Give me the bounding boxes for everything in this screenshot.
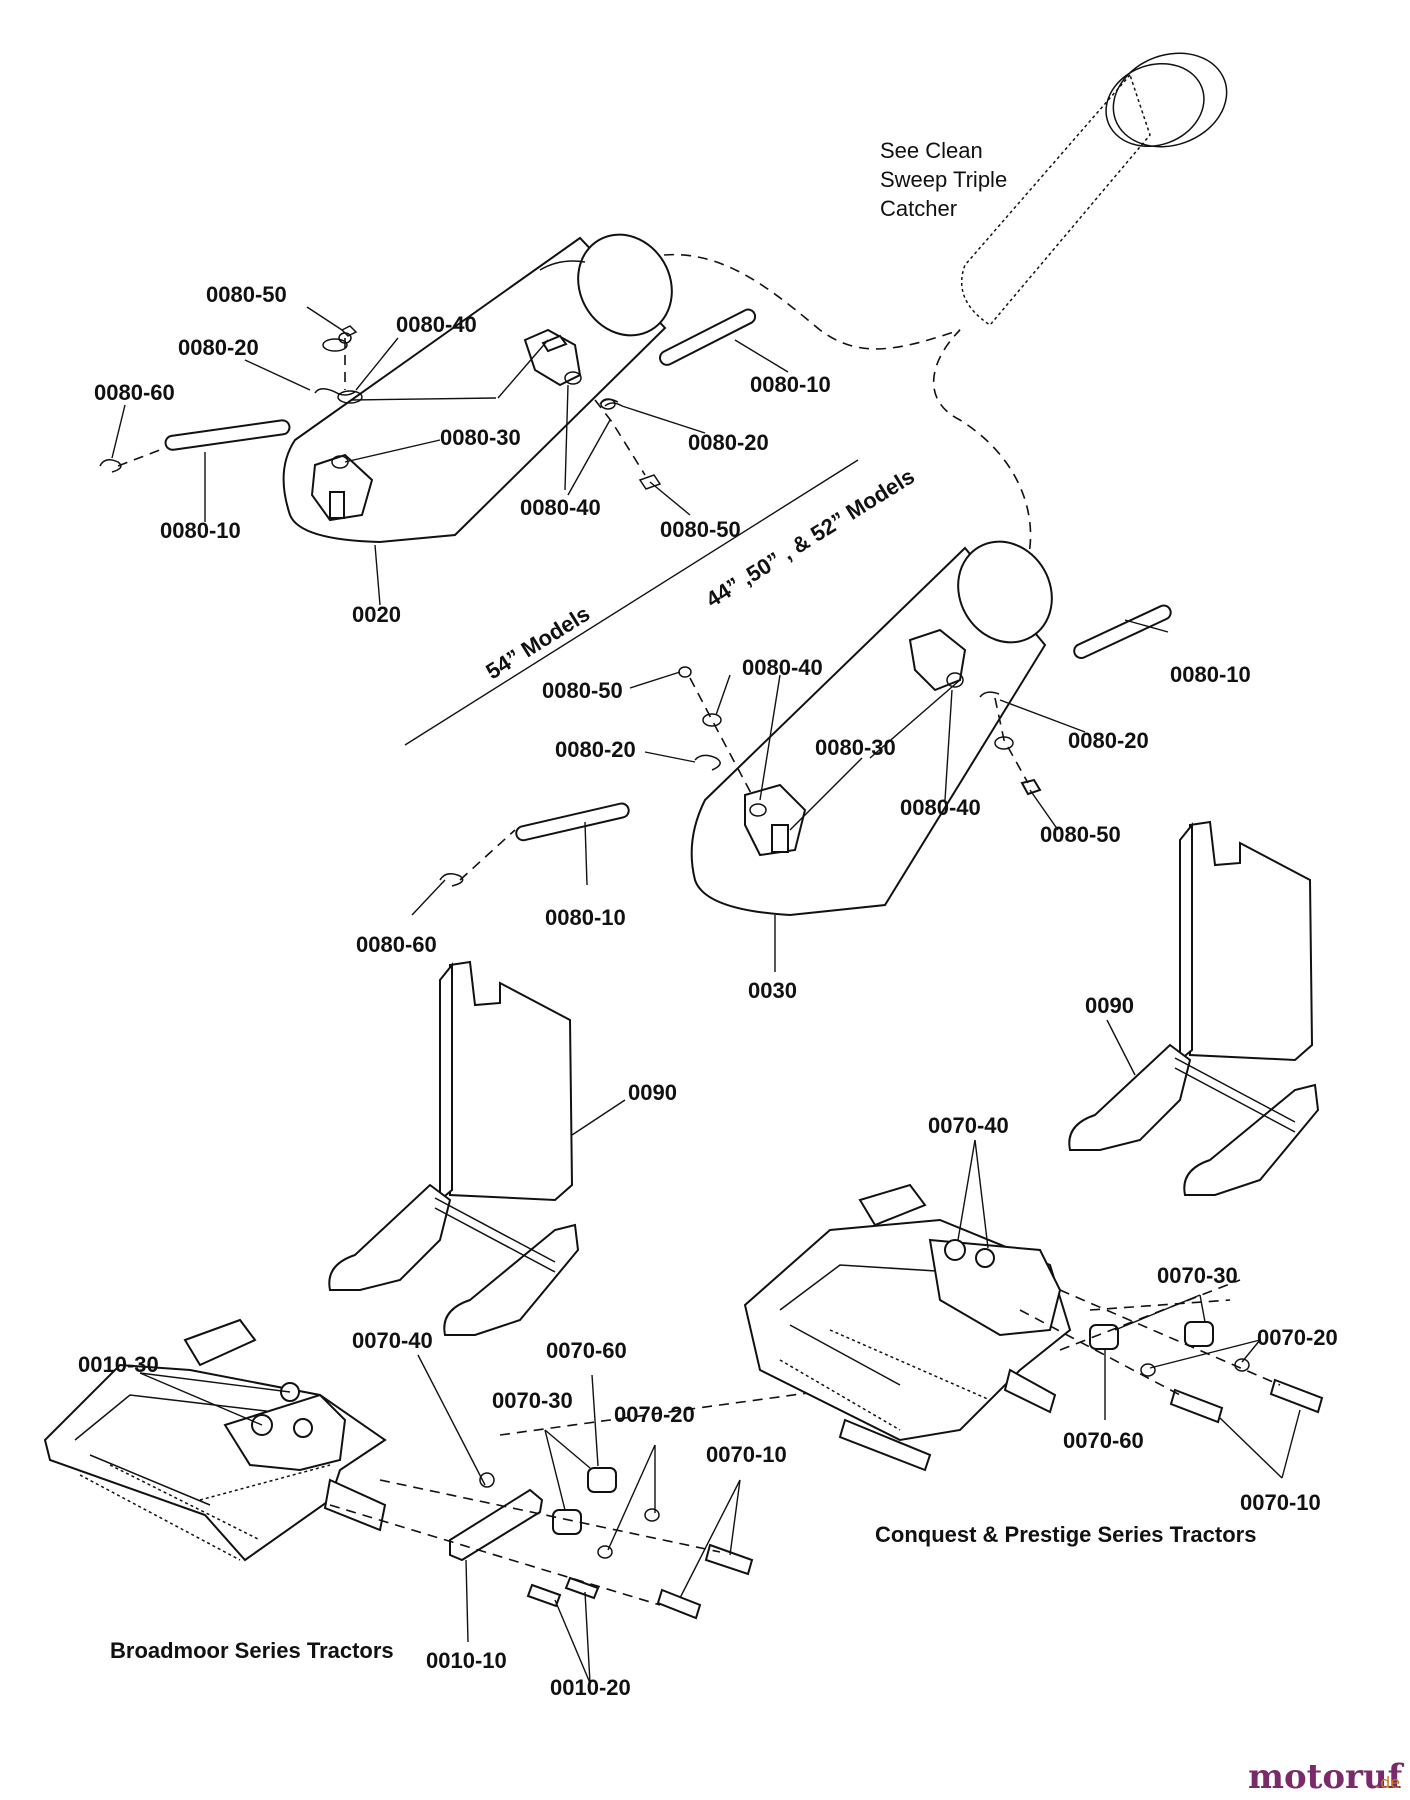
models-54-label: 54” Models xyxy=(481,601,594,684)
callout-0080-30: 0080-30 xyxy=(440,425,521,450)
bracket-0090-right xyxy=(1068,820,1320,1196)
callout-0080-50: 0080-50 xyxy=(660,517,741,542)
callout-0080-20: 0080-20 xyxy=(178,335,259,360)
callout-0070-40: 0070-40 xyxy=(352,1328,433,1353)
callout-0080-20: 0080-20 xyxy=(1068,728,1149,753)
callout-0030: 0030 xyxy=(748,978,797,1003)
catcher-bag-outline xyxy=(960,52,1228,326)
callout-0080-60: 0080-60 xyxy=(356,932,437,957)
callout-0010-20: 0010-20 xyxy=(550,1675,631,1700)
spacer-0070-60-a xyxy=(587,1467,617,1493)
model-divider-line xyxy=(404,459,859,746)
callout-0080-40: 0080-40 xyxy=(396,312,477,337)
callout-0080-50: 0080-50 xyxy=(206,282,287,307)
catcher-hose-path xyxy=(614,253,1032,611)
slide-0080-10-left-b xyxy=(515,802,630,842)
frame-broadmoor xyxy=(43,1318,387,1562)
callout-0080-10: 0080-10 xyxy=(545,905,626,930)
catcher-note-line1: See Clean xyxy=(880,138,983,163)
callout-0090: 0090 xyxy=(1085,993,1134,1018)
series-label-broadmoor: Broadmoor Series Tractors xyxy=(110,1638,394,1663)
callout-0080-20: 0080-20 xyxy=(555,737,636,762)
callout-0070-60: 0070-60 xyxy=(546,1338,627,1363)
slide-0080-10-left-a xyxy=(164,419,291,451)
callout-0070-20: 0070-20 xyxy=(614,1402,695,1427)
callout-0080-40: 0080-40 xyxy=(520,495,601,520)
callout-0070-60: 0070-60 xyxy=(1063,1428,1144,1453)
chute-0030 xyxy=(690,540,1053,917)
callout-0080-50: 0080-50 xyxy=(542,678,623,703)
callout-0010-10: 0010-10 xyxy=(426,1648,507,1673)
callout-0070-40: 0070-40 xyxy=(928,1113,1009,1138)
slide-0080-10-right-a xyxy=(659,308,757,366)
leader-lines xyxy=(111,306,1301,1684)
callout-0080-10: 0080-10 xyxy=(1170,662,1251,687)
callout-0080-40: 0080-40 xyxy=(900,795,981,820)
callout-0070-30: 0070-30 xyxy=(492,1388,573,1413)
catcher-note-line3: Catcher xyxy=(880,196,957,221)
spacer-0070-30-b xyxy=(1184,1321,1214,1347)
watermark-tld: .de xyxy=(1375,1773,1400,1792)
callout-0080-10: 0080-10 xyxy=(750,372,831,397)
callout-0080-10: 0080-10 xyxy=(160,518,241,543)
spacer-0070-30-a xyxy=(552,1509,582,1535)
callout-0080-40: 0080-40 xyxy=(742,655,823,680)
callout-0070-30: 0070-30 xyxy=(1157,1263,1238,1288)
callout-0070-10: 0070-10 xyxy=(1240,1490,1321,1515)
callout-0080-60: 0080-60 xyxy=(94,380,175,405)
watermark-brand: motoruf xyxy=(1248,1757,1405,1797)
catcher-note-line2: Sweep Triple xyxy=(880,167,1007,192)
series-label-conquest-prestige: Conquest & Prestige Series Tractors xyxy=(875,1522,1256,1547)
frame-conquest-prestige xyxy=(743,1183,1072,1472)
callout-0080-30: 0080-30 xyxy=(815,735,896,760)
callout-0020: 0020 xyxy=(352,602,401,627)
callout-0070-10: 0070-10 xyxy=(706,1442,787,1467)
callout-0070-20: 0070-20 xyxy=(1257,1325,1338,1350)
callout-0010-30: 0010-30 xyxy=(78,1352,159,1377)
bracket-0090-left xyxy=(328,960,580,1336)
chute-0020 xyxy=(282,233,673,544)
slide-0080-10-right-b xyxy=(1073,604,1172,660)
callout-0080-20: 0080-20 xyxy=(688,430,769,455)
callout-0090: 0090 xyxy=(628,1080,677,1105)
callout-0080-50: 0080-50 xyxy=(1040,822,1121,847)
plate-0010-10 xyxy=(449,1488,544,1562)
